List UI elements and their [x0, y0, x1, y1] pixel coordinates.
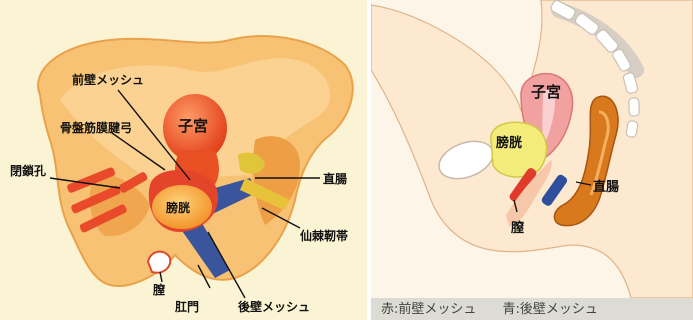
label-bladder-right: 膀胱 — [495, 135, 522, 151]
label-sacrospinous-ligament: 仙棘靭帯 — [300, 228, 348, 243]
label-anus: 肛門 — [175, 299, 199, 314]
legend: 赤:前壁メッシュ 青:後壁メッシュ — [381, 298, 620, 317]
label-posterior-mesh: 後壁メッシュ — [238, 299, 310, 314]
label-obturator-foramen: 閉鎖孔 — [10, 163, 46, 178]
label-rectum-right: 直腸 — [593, 179, 619, 195]
pelvis-3d-panel: 前壁メッシュ 骨盤筋膜腱弓 子宮 閉鎖孔 直腸 膀胱 仙棘靭帯 膣 肛門 後壁メ… — [0, 0, 367, 320]
vagina-opening-left — [148, 252, 170, 273]
legend-red-anterior-mesh: 赤:前壁メッシュ — [381, 302, 476, 317]
label-rectum-left: 直腸 — [323, 171, 347, 186]
label-arcus-tendineus: 骨盤筋膜腱弓 — [60, 120, 132, 135]
legend-blue-posterior-mesh: 青:後壁メッシュ — [503, 302, 598, 317]
legend-bar: 赤:前壁メッシュ 青:後壁メッシュ — [371, 298, 693, 320]
sagittal-illustration: 子宮 膀胱 直腸 膣 — [371, 0, 693, 320]
label-anterior-mesh: 前壁メッシュ — [72, 72, 144, 87]
label-bladder-left: 膀胱 — [165, 200, 190, 215]
label-vagina-right: 膣 — [511, 220, 524, 236]
label-vagina-left: 膣 — [153, 282, 165, 297]
pelvis-3d-illustration: 前壁メッシュ 骨盤筋膜腱弓 子宮 閉鎖孔 直腸 膀胱 仙棘靭帯 膣 肛門 後壁メ… — [0, 0, 367, 320]
sagittal-panel: 子宮 膀胱 直腸 膣 赤:前壁メッシュ 青:後壁メッシュ — [371, 0, 693, 320]
label-uterus-left: 子宮 — [178, 117, 208, 135]
label-uterus-right: 子宮 — [531, 83, 561, 101]
